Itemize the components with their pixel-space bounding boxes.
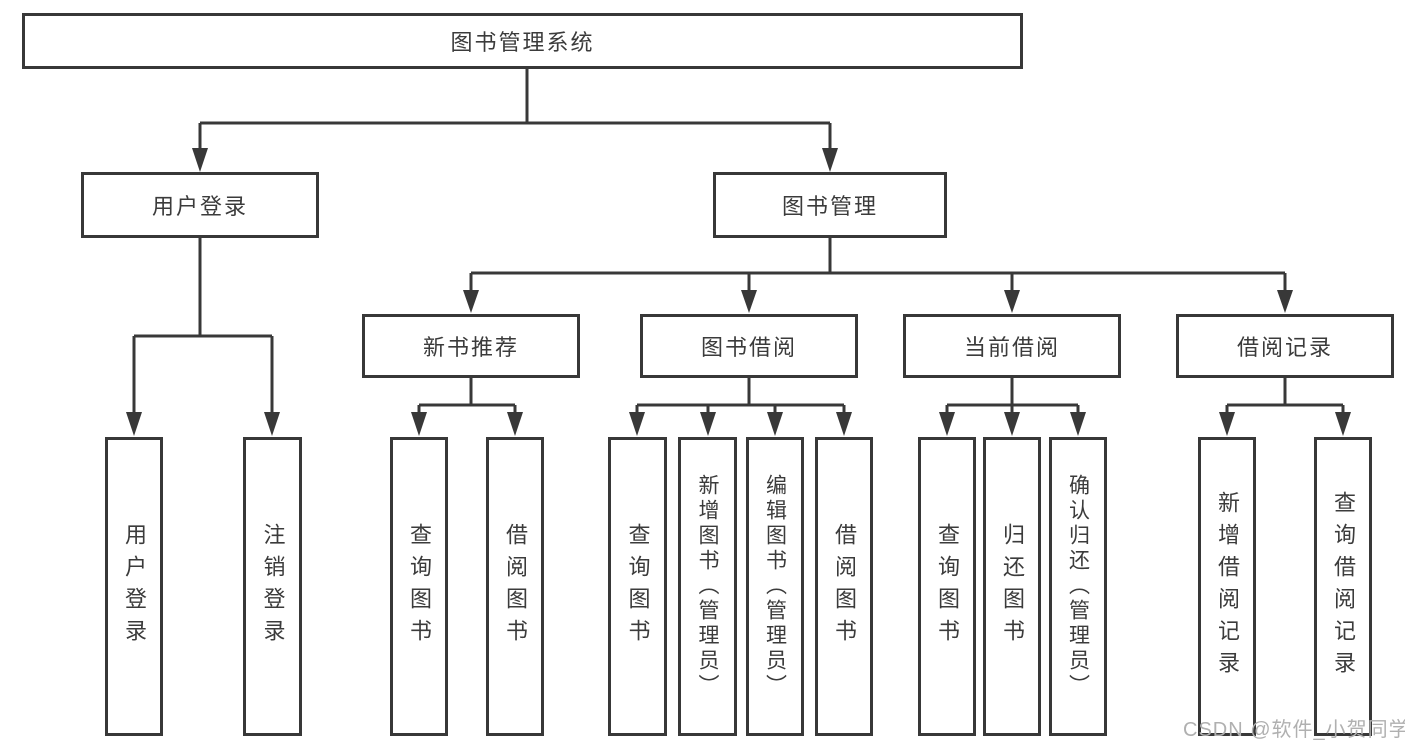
arrowheads bbox=[126, 148, 1351, 436]
arrowhead bbox=[126, 412, 142, 436]
connector-current-borrow-to-leaves bbox=[945, 378, 1080, 414]
node-book-management: 图书管理 bbox=[713, 172, 947, 238]
arrowhead bbox=[700, 412, 716, 436]
leaf-user-login: 用户登录 bbox=[105, 437, 163, 736]
arrowhead bbox=[1004, 290, 1020, 313]
leaf-query-books-borrowing: 查询图书 bbox=[608, 437, 667, 736]
leaf-logout: 注销登录 bbox=[243, 437, 302, 736]
arrowhead bbox=[1335, 412, 1351, 436]
leaf-edit-book-admin: 编辑图书（管理员） bbox=[746, 437, 804, 736]
connector-paths bbox=[132, 69, 1345, 414]
leaf-confirm-return-admin: 确认归还（管理员） bbox=[1049, 437, 1107, 736]
arrowhead bbox=[1277, 290, 1293, 313]
node-user-login: 用户登录 bbox=[81, 172, 319, 238]
leaf-query-borrow-record: 查询借阅记录 bbox=[1314, 437, 1372, 736]
arrowhead bbox=[822, 148, 838, 172]
connector-root-to-level2 bbox=[198, 69, 832, 150]
node-current-borrowing: 当前借阅 bbox=[903, 314, 1121, 378]
arrowhead bbox=[836, 412, 852, 436]
leaf-add-borrow-record: 新增借阅记录 bbox=[1198, 437, 1256, 736]
arrowhead bbox=[1070, 412, 1086, 436]
arrowhead bbox=[629, 412, 645, 436]
arrowhead bbox=[741, 290, 757, 313]
arrowhead bbox=[264, 412, 280, 436]
connector-book-mgmt-to-level3 bbox=[469, 238, 1287, 292]
connector-new-book-to-leaves bbox=[417, 378, 517, 414]
connector-borrow-records-to-leaves bbox=[1225, 378, 1345, 414]
watermark: CSDN @软件_小贺同学 bbox=[1183, 719, 1405, 741]
leaf-borrow-books-borrowing: 借阅图书 bbox=[815, 437, 873, 736]
arrowhead bbox=[507, 412, 523, 436]
node-borrowing-records: 借阅记录 bbox=[1176, 314, 1394, 378]
leaf-query-books-current: 查询图书 bbox=[918, 437, 976, 736]
arrowhead bbox=[463, 290, 479, 313]
arrowhead bbox=[1219, 412, 1235, 436]
arrowhead bbox=[411, 412, 427, 436]
node-book-borrowing: 图书借阅 bbox=[640, 314, 858, 378]
leaf-borrow-books-recommend: 借阅图书 bbox=[486, 437, 544, 736]
arrowhead bbox=[939, 412, 955, 436]
leaf-add-book-admin: 新增图书（管理员） bbox=[678, 437, 737, 736]
arrowhead bbox=[767, 412, 783, 436]
leaf-query-books-recommend: 查询图书 bbox=[390, 437, 448, 736]
leaf-return-books: 归还图书 bbox=[983, 437, 1041, 736]
connector-book-borrow-to-leaves bbox=[635, 378, 846, 414]
node-new-book-recommendation: 新书推荐 bbox=[362, 314, 580, 378]
arrowhead bbox=[1004, 412, 1020, 436]
connector-user-login-to-leaves bbox=[132, 238, 274, 414]
node-library-management-system: 图书管理系统 bbox=[22, 13, 1023, 69]
arrowhead bbox=[192, 148, 208, 172]
